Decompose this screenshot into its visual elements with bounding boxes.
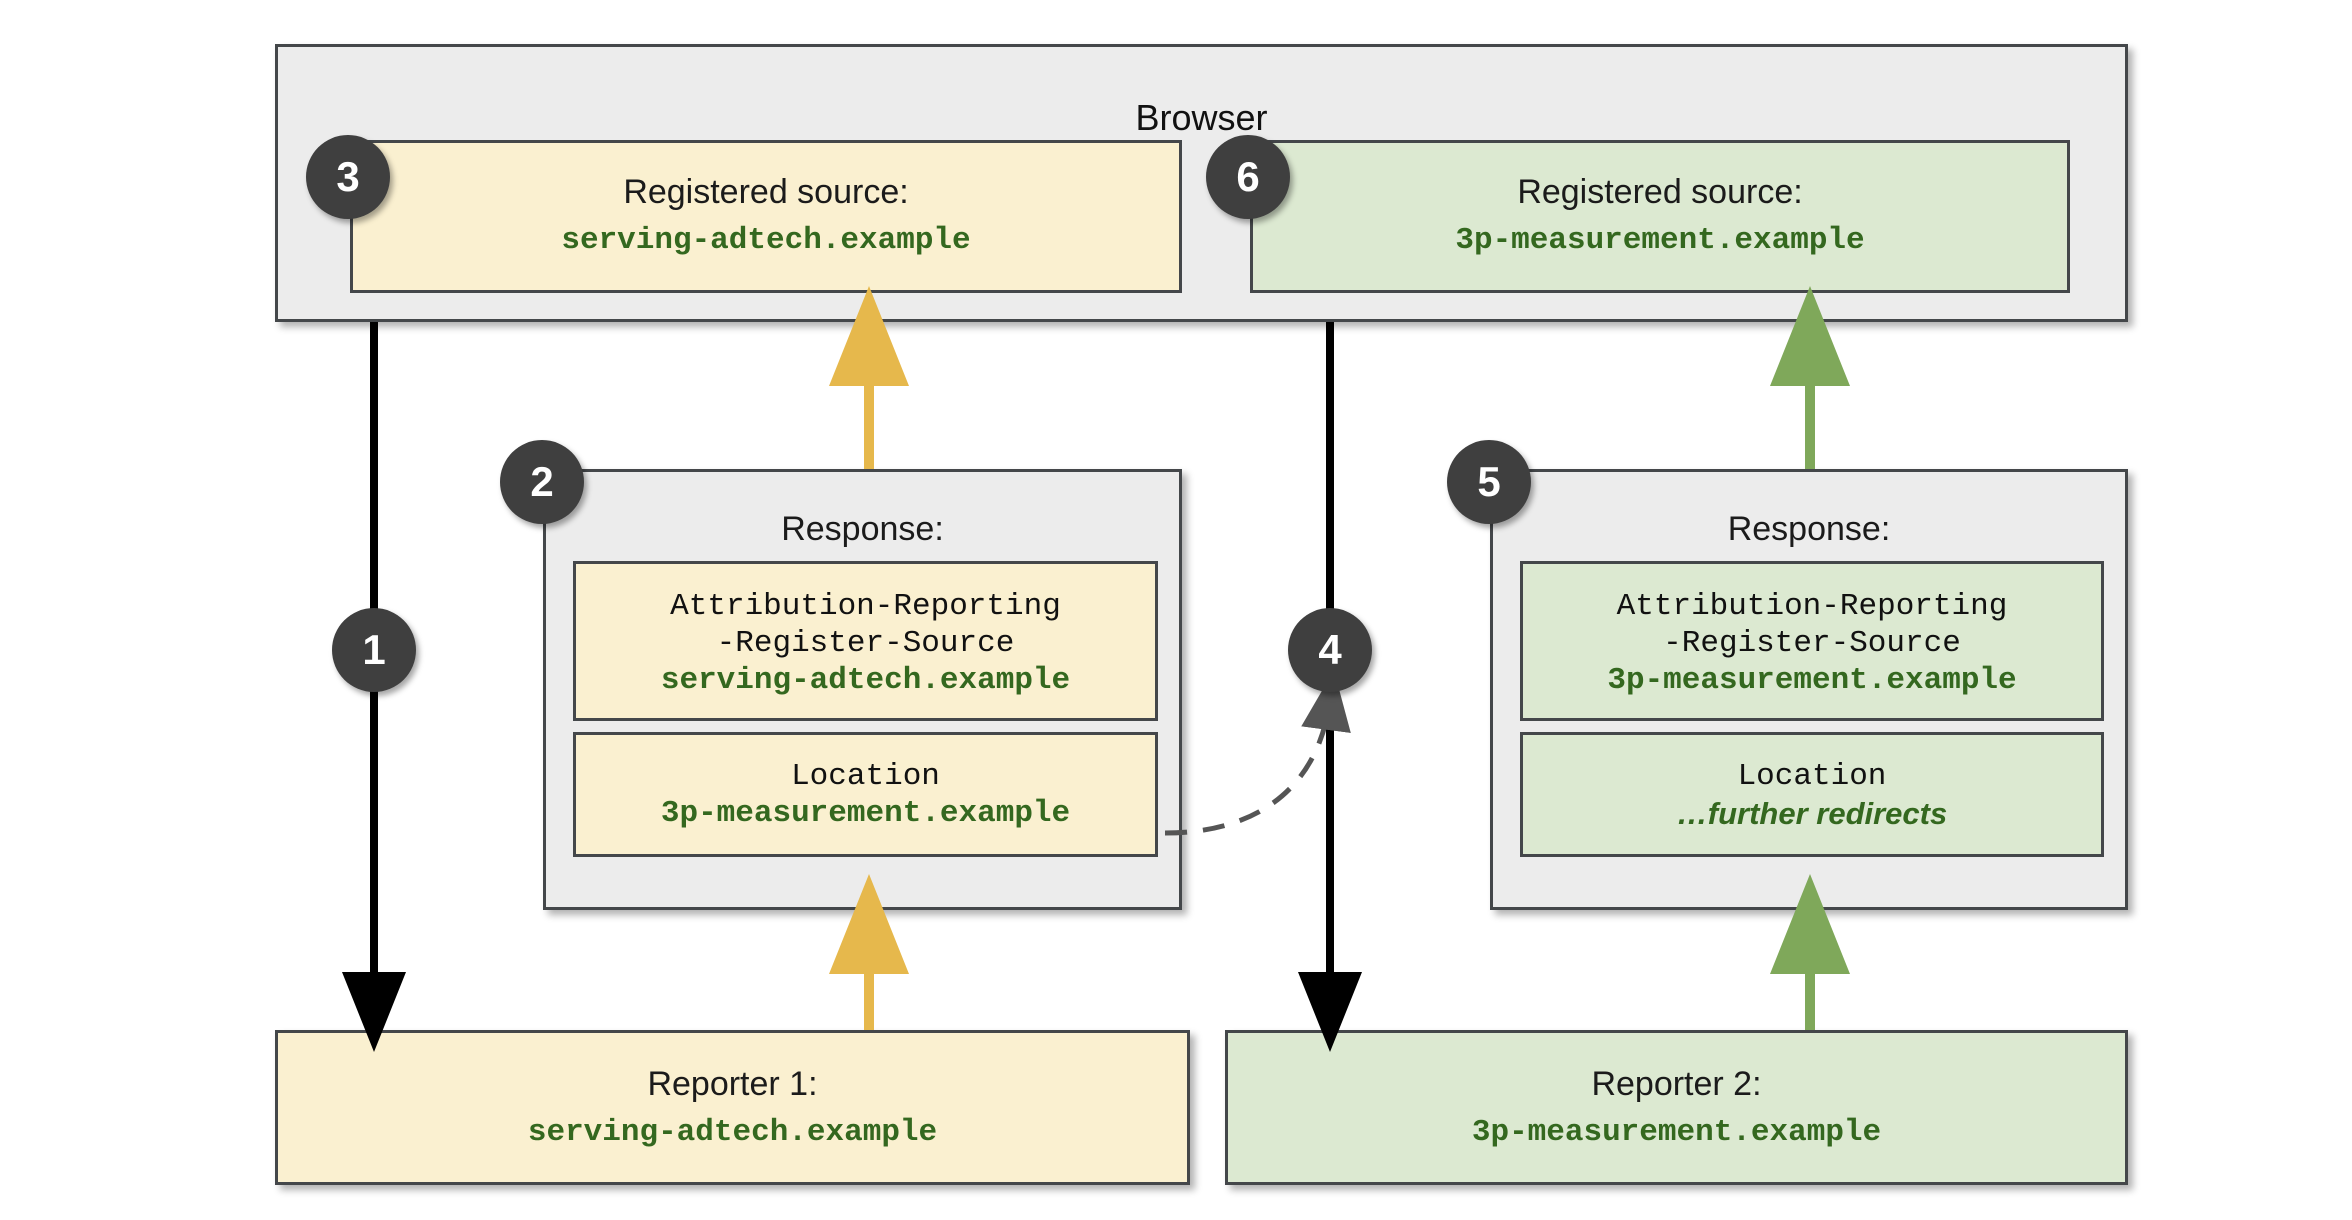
step-badge-3-label: 3 [336, 153, 360, 200]
header-value-2-1: 3p-measurement.example [1607, 663, 2017, 698]
header-name-line2-2-1: -Register-Source [1663, 626, 1961, 661]
response-header-2-1: Attribution-Reporting -Register-Source 3… [1520, 561, 2104, 721]
step-badge-3: 3 [306, 135, 390, 219]
registered-source-caption-2: Registered source: [1517, 173, 1803, 211]
response-caption-2: Response: [1727, 510, 1891, 548]
response-box-2: Response: Attribution-Reporting -Registe… [1490, 469, 2128, 910]
reporter-box-2: Reporter 2: 3p-measurement.example [1225, 1030, 2128, 1185]
registered-source-caption-1: Registered source: [623, 173, 909, 211]
header-value-1-2: 3p-measurement.example [660, 796, 1071, 831]
step-badge-2: 2 [500, 440, 584, 524]
step-badge-6-label: 6 [1236, 153, 1260, 200]
step-badge-2-label: 2 [530, 458, 554, 505]
header-value-1-1: serving-adtech.example [660, 663, 1071, 698]
registered-source-value-1: serving-adtech.example [561, 223, 971, 258]
reporter-caption-2: Reporter 2: [1591, 1065, 1762, 1103]
response-caption-1: Response: [781, 510, 944, 548]
response-header-1-1: Attribution-Reporting -Register-Source s… [573, 561, 1158, 721]
step-badge-1-label: 1 [362, 626, 386, 673]
header-name-line1-2-1: Attribution-Reporting [1616, 589, 2008, 624]
response-box-1: Response: Attribution-Reporting -Registe… [543, 469, 1182, 910]
step-badge-5-label: 5 [1477, 458, 1501, 505]
step-badge-4-label: 4 [1318, 626, 1342, 673]
response-header-2-2: Location …further redirects [1520, 732, 2104, 857]
step-badge-6: 6 [1206, 135, 1290, 219]
registered-source-box-2: Registered source: 3p-measurement.exampl… [1250, 140, 2070, 293]
reporter-value-1: serving-adtech.example [527, 1115, 938, 1150]
header-name-line1-2-2: Location [1737, 759, 1887, 794]
reporter-box-1: Reporter 1: serving-adtech.example [275, 1030, 1190, 1185]
step-badge-1: 1 [332, 608, 416, 692]
arrow-redirect-dashed [1164, 670, 1351, 836]
reporter-value-2: 3p-measurement.example [1471, 1115, 1882, 1150]
response-header-1-2: Location 3p-measurement.example [573, 732, 1158, 857]
step-badge-5: 5 [1447, 440, 1531, 524]
header-name-line1-1-2: Location [791, 759, 940, 794]
step-badge-4: 4 [1288, 608, 1372, 692]
registered-source-value-2: 3p-measurement.example [1455, 223, 1865, 258]
header-name-line2-1-1: -Register-Source [716, 626, 1015, 661]
reporter-caption-1: Reporter 1: [647, 1065, 818, 1103]
header-value-2-2: …further redirects [1676, 796, 1948, 831]
header-name-line1-1-1: Attribution-Reporting [670, 589, 1061, 624]
browser-title: Browser [1135, 97, 1268, 138]
registered-source-box-1: Registered source: serving-adtech.exampl… [350, 140, 1182, 293]
